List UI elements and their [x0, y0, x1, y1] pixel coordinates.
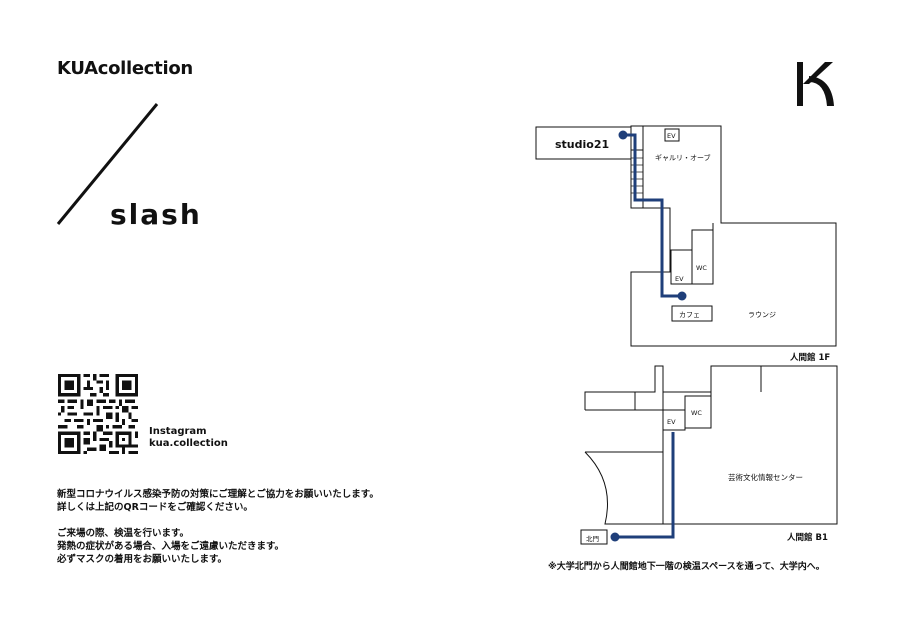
route-line-1f — [623, 133, 681, 298]
cafe-label: カフェ — [679, 311, 700, 319]
ev-label: EV — [675, 275, 684, 283]
floor-label-b1: 人間館 B1 — [787, 532, 828, 543]
route-note: ※大学北門から人間館地下一階の検温スペースを通って、大学内へ。 — [548, 562, 825, 572]
event-title: slash — [110, 198, 202, 231]
brand-title: KUAcollection — [57, 58, 193, 79]
notice-line: ご来場の際、検温を行います。 — [57, 528, 190, 539]
floor-map-1f: studio21 EV ギャルリ・オーブ WC EV カフェ ラウンジ 人間館 … — [535, 125, 837, 363]
instagram-label: Instagram kua.collection — [149, 426, 228, 450]
notice-line: 新型コロナウイルス感染予防の対策にご理解とご協力をお願いいたします。 — [57, 489, 379, 500]
route-start-dot — [610, 532, 620, 542]
route-line-b1 — [615, 432, 675, 539]
building-outline-1f — [630, 125, 837, 347]
gallery-label: ギャルリ・オーブ — [655, 153, 711, 162]
notice-line: 必ずマスクの着用をお願いいたします。 — [57, 554, 228, 565]
north-gate-label: 北門 — [586, 535, 599, 543]
ev-label: EV — [667, 132, 676, 140]
slash-graphic — [56, 103, 159, 225]
notice-line: 発熱の症状がある場合、入場をご遠慮いただきます。 — [57, 541, 285, 552]
covid-notice: 新型コロナウイルス感染予防の対策にご理解とご協力をお願いいたします。 詳しくは上… — [57, 488, 379, 566]
instagram-handle[interactable]: kua.collection — [149, 438, 228, 449]
route-start-dot — [618, 130, 628, 140]
qr-code-icon[interactable] — [58, 374, 138, 454]
building-outline-b1 — [584, 365, 838, 525]
ev-label: EV — [667, 418, 676, 426]
instagram-title: Instagram — [149, 426, 207, 437]
k-logo — [797, 62, 834, 106]
lounge-label: ラウンジ — [748, 311, 776, 319]
wc-label: WC — [691, 409, 702, 417]
floor-label-1f: 人間館 1F — [790, 352, 830, 363]
center-label: 芸術文化情報センター — [728, 472, 803, 482]
notice-line: 詳しくは上記のQRコードをご確認ください。 — [57, 502, 253, 513]
floor-map-b1: WC EV 芸術文化情報センター 北門 人間館 B1 — [580, 365, 838, 545]
route-end-dot — [677, 291, 687, 301]
studio-label: studio21 — [555, 138, 609, 151]
wc-label: WC — [696, 264, 707, 272]
